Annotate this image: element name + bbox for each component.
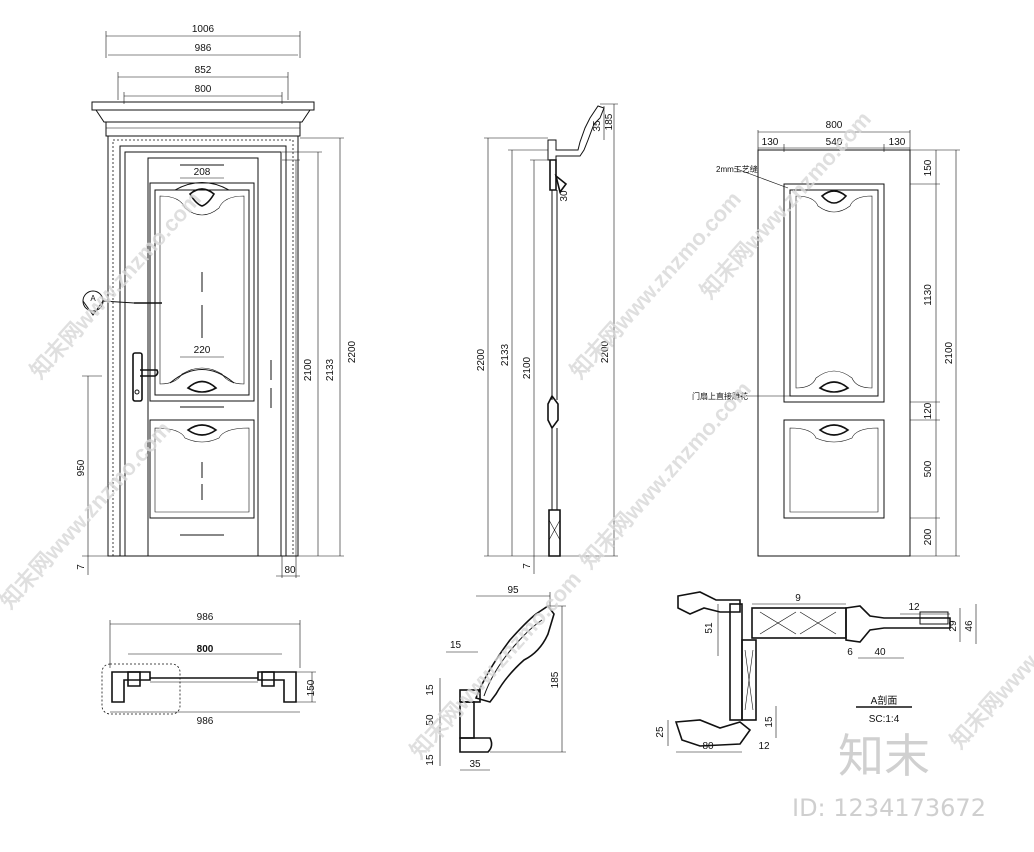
door-leaf: 208 220 [147,157,272,557]
side-left-dimensions: 2200 2133 2100 7 [476,137,560,574]
door-handle [132,302,162,402]
leaf-body [757,149,911,557]
leaf-dim-500: 500 [923,460,934,477]
leaf-dim-130-right: 130 [889,137,906,148]
side-right-dimensions: 2200 185 35 30 [559,103,618,557]
dim-950: 950 [76,459,87,476]
section-a-scale: SC:1:4 [869,714,900,725]
dim-2100: 2100 [303,358,314,381]
watermark-7: 知末网www.znzmo.com [945,556,1034,753]
leaf-dim-2100: 2100 [944,341,955,364]
side-dim-2200-right: 2200 [600,340,611,363]
dim-1006: 1006 [192,24,215,35]
section-a: 9 12 51 40 6 29 46 25 80 12 15 A剖面 SC:1:… [655,591,977,753]
dim-986: 986 [195,43,212,54]
note-gap: 2mm工艺缝 [716,164,758,174]
leaf-dim-540: 540 [826,137,843,148]
seca-dim-6: 6 [847,647,853,658]
crown-dim-35: 35 [469,759,481,770]
dim-80: 80 [284,565,296,576]
leaf-dim-150: 150 [923,159,934,176]
side-dim-30: 30 [559,190,570,202]
side-view: 2200 2133 2100 7 2200 185 35 30 [476,103,618,574]
side-dim-2100: 2100 [522,356,533,379]
section-tag: A [90,294,96,303]
front-left-dimensions: 950 7 [76,375,148,575]
side-dim-2133: 2133 [500,343,511,366]
dim-2133: 2133 [325,358,336,381]
watermark-1: 知末网www.znzmo.com [25,186,206,383]
crown-dim-15-a: 15 [425,684,436,696]
plan-view: 986 800 150 986 [101,612,317,727]
section-callout-a: A [82,290,135,316]
front-right-dimensions: 2100 2133 2200 80 [276,137,358,578]
leaf-right-dimensions: 150 1130 120 500 200 2100 [910,149,960,557]
leaf-view: 800 130 540 130 2mm工艺缝 门扇上直接雕花 [692,120,960,557]
plan-dim-150: 150 [306,679,317,696]
brand-logo: 知末 [838,729,930,783]
section-a-title: A剖面 [871,694,898,707]
plan-dim-800: 800 [197,644,214,655]
leaf-dim-120: 120 [923,402,934,419]
leaf-dim-800: 800 [826,120,843,131]
seca-dim-40: 40 [874,647,886,658]
leaf-notes: 2mm工艺缝 门扇上直接雕花 [692,164,832,401]
leaf-dim-1130: 1130 [923,284,934,306]
side-dim-2200-left: 2200 [476,348,487,371]
side-dim-185: 185 [604,113,615,130]
leaf-dim-200: 200 [923,528,934,545]
seca-dim-9: 9 [795,593,801,604]
seca-dim-46: 46 [964,620,975,632]
dim-2200: 2200 [347,340,358,363]
crown-detail: 95 15 15 50 15 185 35 [425,585,566,771]
front-top-dimensions: 1006 986 852 800 [105,24,301,104]
plan-dim-986-bottom: 986 [197,716,214,727]
seca-dim-25: 25 [655,726,666,738]
dim-7: 7 [76,564,87,570]
id-label: ID: 1234173672 [792,794,986,822]
crown-molding [91,101,315,137]
crown-dim-185: 185 [550,671,561,688]
seca-dim-15: 15 [764,716,775,728]
seca-dim-51: 51 [704,622,715,634]
side-dim-35: 35 [592,120,603,132]
dim-800: 800 [195,84,212,95]
dim-852: 852 [195,65,212,76]
dim-220: 220 [194,345,211,356]
crown-dim-50: 50 [425,714,436,726]
dim-208: 208 [194,167,211,178]
side-dim-7: 7 [522,563,533,569]
seca-dim-12-b: 12 [758,741,770,752]
leaf-dim-130-left: 130 [762,137,779,148]
side-profile [547,105,605,557]
crown-dim-15-top: 15 [450,640,462,651]
seca-dim-80: 80 [702,741,714,752]
leaf-top-dimensions: 800 130 540 130 [757,120,911,152]
front-view: 1006 986 852 800 [76,24,358,578]
plan-dim-986-top: 986 [197,612,214,623]
crown-dim-15-b: 15 [425,754,436,766]
note-carving: 门扇上直接雕花 [692,391,748,401]
crown-dim-95: 95 [507,585,519,596]
watermark-6: 知末网www.znzmo.com [575,376,756,573]
seca-dim-12: 12 [908,602,920,613]
seca-dim-29: 29 [948,620,959,632]
